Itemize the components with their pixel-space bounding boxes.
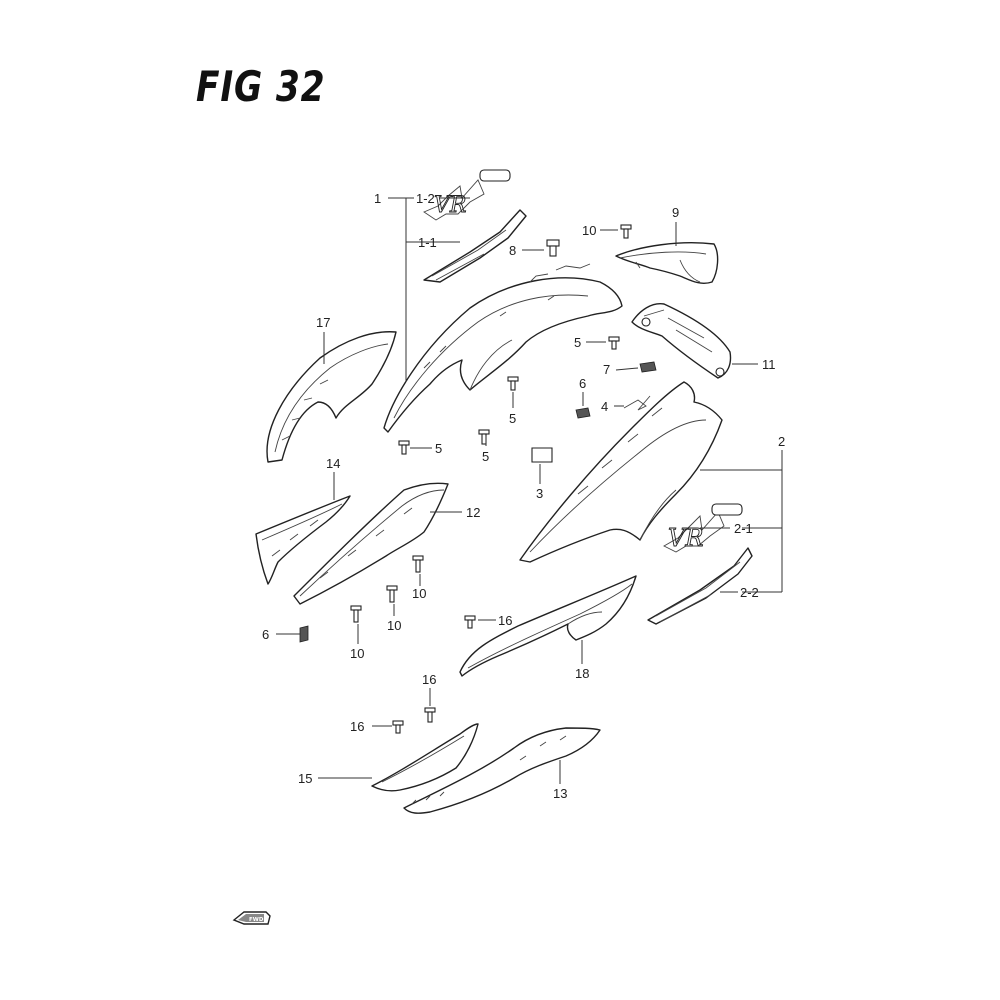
part-6-clip-upper (575, 407, 591, 419)
part-7-clip (639, 361, 657, 373)
part-9-rear-cover (615, 242, 719, 285)
svg-text:VR: VR (668, 524, 703, 552)
part-13-bottom-rail (403, 727, 601, 814)
callout-4: 4 (601, 399, 608, 414)
callout-16-a: 16 (498, 613, 512, 628)
callout-16-b: 16 (422, 672, 436, 687)
callout-12: 12 (466, 505, 480, 520)
screw-16-b (424, 707, 436, 723)
part-1-2-emblem: VR (423, 169, 511, 221)
callout-14: 14 (326, 456, 340, 471)
callout-18: 18 (575, 666, 589, 681)
part-3-pad (531, 447, 553, 463)
screw-5-b (507, 376, 519, 391)
screw-16-a (464, 615, 476, 629)
part-17-side-cover (266, 331, 397, 463)
callout-6-a: 6 (579, 376, 586, 391)
svg-text:FWD: FWD (249, 917, 264, 923)
callout-1-2: 1-2 (416, 191, 435, 206)
screws (350, 224, 632, 734)
callout-9: 9 (672, 205, 679, 220)
screw-10-a (620, 224, 632, 239)
part-11-tail-bracket (631, 303, 732, 379)
callout-2-2: 2-2 (740, 585, 759, 600)
screw-10-d (350, 605, 362, 623)
part-18-lower-panel (459, 575, 637, 677)
screw-16-c (392, 720, 404, 734)
callout-6-b: 6 (262, 627, 269, 642)
callout-3: 3 (536, 486, 543, 501)
leader-lines (276, 197, 783, 784)
callout-1: 1 (374, 191, 381, 206)
callout-2-1: 2-1 (734, 521, 753, 536)
callout-5-b: 5 (509, 411, 516, 426)
part-14-side-panel (255, 495, 351, 585)
fwd-arrow-icon: FWD (232, 911, 271, 925)
part-1-body-cover (383, 263, 623, 433)
callout-10-a: 10 (582, 223, 596, 238)
screw-10-c (386, 585, 398, 603)
screw-5-a (608, 336, 620, 350)
part-15-bottom-trim (371, 723, 479, 792)
callout-1-1: 1-1 (418, 235, 437, 250)
figure-title: FIG 32 (196, 62, 326, 111)
screw-10-b (412, 555, 424, 573)
svg-text:VR: VR (434, 193, 466, 218)
callout-8: 8 (509, 243, 516, 258)
part-2-1-emblem: VR (663, 503, 743, 553)
part-4-clip (623, 395, 651, 411)
part-1-1-stripe (423, 209, 527, 283)
part-2-2-stripe (647, 547, 753, 625)
callout-7: 7 (603, 362, 610, 377)
callout-11: 11 (762, 357, 776, 372)
callout-5-d: 5 (435, 441, 442, 456)
callout-5-a: 5 (574, 335, 581, 350)
part-6-clip-lower (299, 625, 309, 643)
callout-13: 13 (553, 786, 567, 801)
part-2-body-cover (519, 381, 723, 563)
callout-17: 17 (316, 315, 330, 330)
callout-10-c: 10 (387, 618, 401, 633)
bolt-8 (546, 239, 560, 257)
callout-2: 2 (778, 434, 785, 449)
callout-16-c: 16 (350, 719, 364, 734)
screw-5-c (478, 429, 490, 445)
callout-5-c: 5 (482, 449, 489, 464)
screw-5-d (398, 440, 410, 455)
callout-15: 15 (298, 771, 312, 786)
callouts: 1 1-2 1-1 10 9 8 17 5 11 7 6 4 5 5 5 2 3… (262, 191, 785, 801)
part-12-floor-panel (293, 482, 449, 605)
callout-10-b: 10 (412, 586, 426, 601)
callout-10-d: 10 (350, 646, 364, 661)
